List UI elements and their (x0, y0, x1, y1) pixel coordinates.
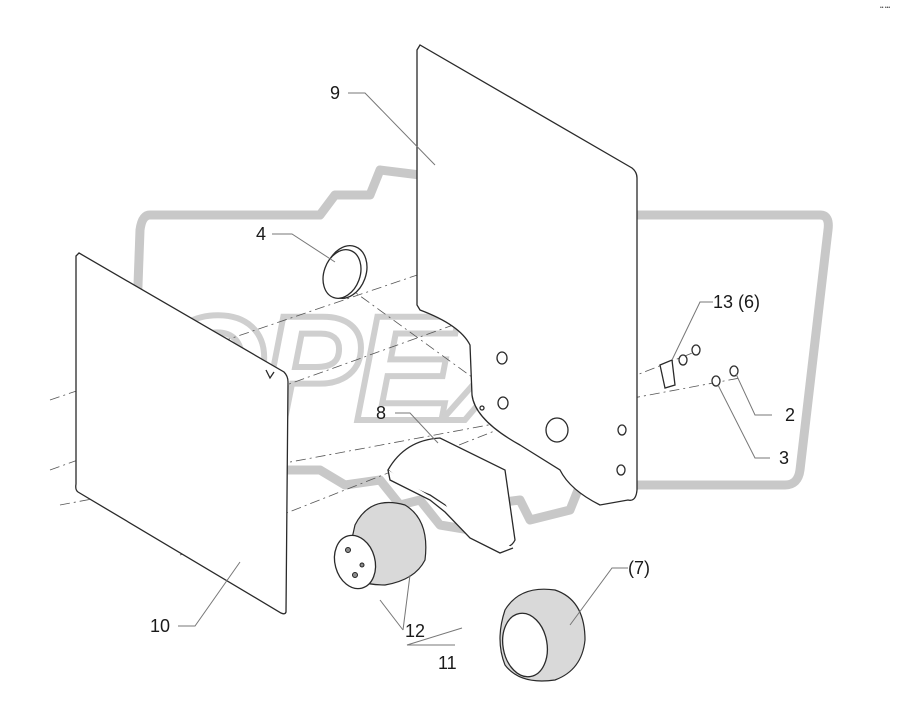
callout-3: 3 (779, 448, 789, 468)
callout-labels: 9 4 13 (6) 8 2 3 (7) 10 12 11 (150, 83, 795, 673)
callout-4: 4 (256, 224, 266, 244)
corner-mark: •• ••• (880, 5, 890, 11)
callout-12: 12 (405, 621, 425, 641)
part-13-clip (659, 354, 688, 389)
callout-11: 11 (438, 653, 457, 673)
callout-2: 2 (785, 405, 795, 425)
callout-10: 10 (150, 616, 170, 636)
part-3-washer (711, 375, 721, 387)
callout-9: 9 (330, 83, 340, 103)
part-12-lamp (333, 501, 427, 590)
part-2-nut (691, 344, 739, 377)
part-7-dome-cover (499, 588, 586, 682)
part-10-gasket-panel (75, 252, 289, 615)
callout-7: (7) (628, 558, 650, 578)
part-8-bracket (387, 437, 516, 554)
leader-lines (178, 92, 772, 646)
callout-13: 13 (6) (713, 292, 760, 312)
callout-8: 8 (376, 403, 386, 423)
part-4-round-plug (322, 245, 368, 299)
part-9-back-plate (416, 44, 638, 506)
